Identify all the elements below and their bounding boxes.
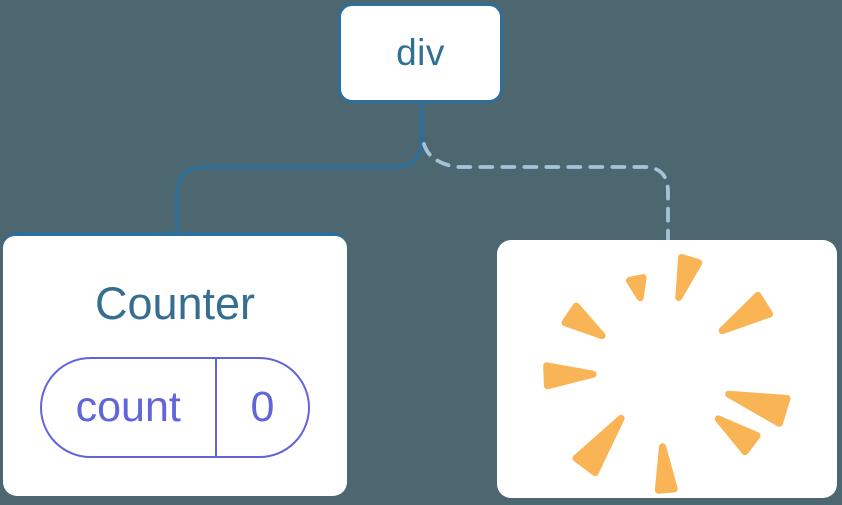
poof-ray bbox=[718, 291, 774, 335]
counter-node-highlight: Counter count 0 bbox=[3, 232, 347, 496]
poof-ray bbox=[561, 302, 606, 340]
poof-ray bbox=[625, 274, 647, 302]
root-node-label: div bbox=[396, 32, 445, 73]
poof-ray bbox=[543, 362, 597, 390]
removed-node bbox=[497, 240, 837, 498]
state-pill: count 0 bbox=[40, 356, 310, 458]
poof-ray bbox=[572, 414, 625, 477]
pill-divider bbox=[214, 358, 217, 456]
poof-ray bbox=[654, 443, 678, 494]
poof-ray bbox=[675, 253, 703, 301]
edge-solid-div-to-counter bbox=[175, 103, 424, 233]
poof-ray bbox=[725, 390, 791, 427]
counter-title: Counter bbox=[94, 277, 256, 329]
poof-ray bbox=[714, 415, 761, 456]
state-key-label: count bbox=[75, 382, 181, 431]
edge-dashed-div-to-removed bbox=[422, 142, 670, 243]
root-node: div bbox=[338, 3, 503, 103]
counter-node: Counter count 0 bbox=[3, 235, 347, 496]
poof-burst-icon bbox=[543, 253, 791, 494]
state-value: 0 bbox=[250, 382, 275, 431]
